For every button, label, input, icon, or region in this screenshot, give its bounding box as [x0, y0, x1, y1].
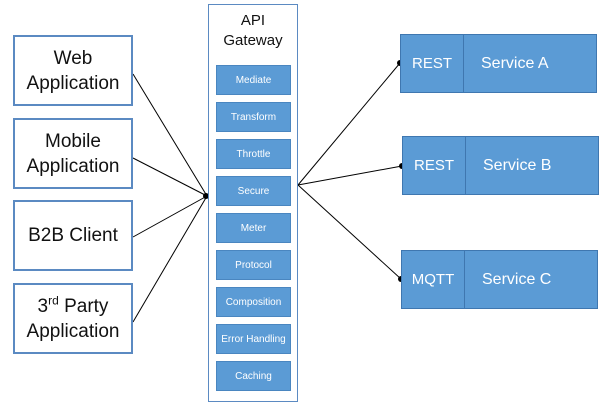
- client-third-party-line2: Application: [26, 320, 120, 342]
- module-composition: Composition: [216, 287, 291, 317]
- client-web-line2: Application: [26, 72, 120, 94]
- client-web-line1: Web: [53, 47, 93, 69]
- service-c-name: Service C: [482, 270, 552, 288]
- service-a-name: Service A: [481, 54, 549, 72]
- module-protocol: Protocol: [216, 250, 291, 280]
- connector-gateway-to-service-a: [297, 62, 401, 186]
- connector-dot-gateway: [203, 193, 209, 199]
- module-transform: Transform: [216, 102, 291, 132]
- connector-third-party-to-gateway: [132, 195, 208, 323]
- client-third-party-line1: 3rd Party: [27, 294, 120, 319]
- client-mobile-application: Mobile Application: [13, 118, 133, 189]
- connector-mobile-to-gateway: [132, 157, 208, 197]
- module-caching: Caching: [216, 361, 291, 391]
- third-party-party: Party: [58, 295, 109, 317]
- gateway-title-line2: Gateway: [223, 32, 283, 49]
- module-throttle: Throttle: [216, 139, 291, 169]
- connector-web-to-gateway: [132, 73, 208, 197]
- client-mobile-line2: Application: [26, 155, 120, 177]
- third-party-number: 3: [37, 295, 49, 317]
- gateway-title-line1: API: [240, 12, 266, 29]
- service-b-name: Service B: [483, 156, 552, 174]
- service-c-protocol: MQTT: [402, 251, 465, 308]
- client-third-party-application: 3rd Party Application: [13, 283, 133, 354]
- third-party-superscript: rd: [48, 293, 59, 308]
- service-b: REST Service B: [402, 136, 599, 195]
- connector-gateway-to-service-c: [297, 184, 402, 280]
- client-b2b-line1: B2B Client: [28, 225, 118, 246]
- api-gateway: API Gateway Mediate Transform Throttle S…: [208, 4, 298, 402]
- service-a-protocol: REST: [401, 35, 464, 92]
- module-mediate: Mediate: [216, 65, 291, 95]
- module-error-handling: Error Handling: [216, 324, 291, 354]
- module-secure: Secure: [216, 176, 291, 206]
- client-b2b: B2B Client: [13, 200, 133, 271]
- service-c: MQTT Service C: [401, 250, 598, 309]
- module-meter: Meter: [216, 213, 291, 243]
- connector-gateway-to-service-b: [297, 165, 403, 186]
- connector-b2b-to-gateway: [132, 195, 208, 238]
- gateway-title: API Gateway: [209, 11, 297, 51]
- client-mobile-line1: Mobile: [45, 130, 101, 152]
- client-web-application: Web Application: [13, 35, 133, 106]
- service-b-protocol: REST: [403, 137, 466, 194]
- service-a: REST Service A: [400, 34, 597, 93]
